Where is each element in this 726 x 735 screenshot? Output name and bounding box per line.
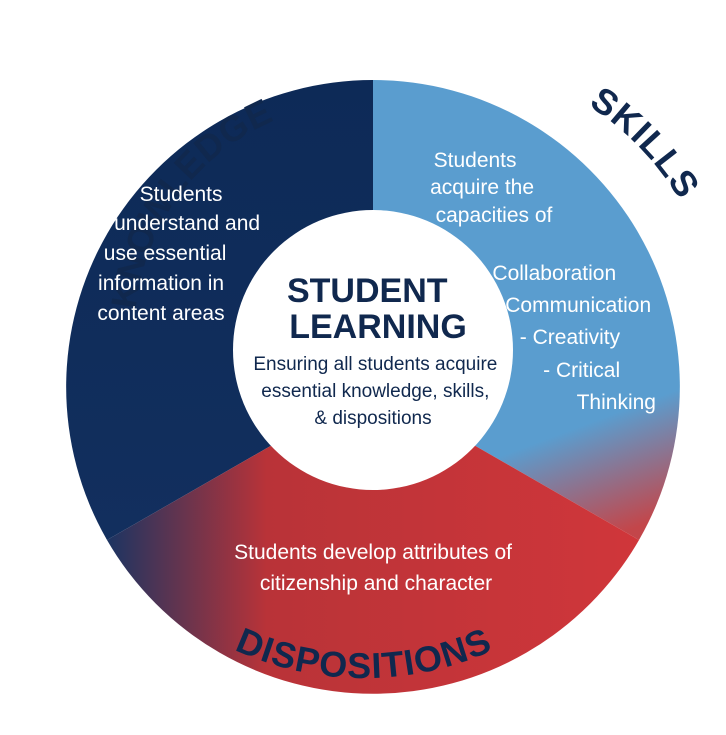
dispositions-segment [107,387,639,694]
center-subtitle: Ensuring all students acquire essential … [253,354,502,429]
skills-list: - Collaboration - Communication - Creati… [480,262,657,414]
dispositions-description: Students develop attributes of citizensh… [234,541,518,595]
knowledge-description: Students understand and use essential in… [97,183,266,325]
center-title: STUDENT LEARNING [287,272,467,346]
skills-intro: Students acquire the capacities of [430,149,552,227]
center-circle [233,210,513,490]
